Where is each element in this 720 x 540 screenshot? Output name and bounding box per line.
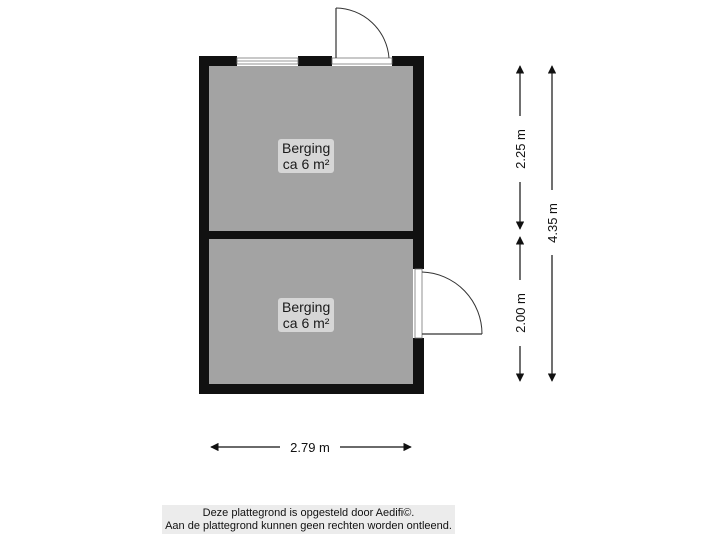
room-label-upper: Berging ca 6 m²	[278, 139, 335, 173]
dimension-height-total: 4.35 m	[545, 65, 560, 382]
wall-top-left	[199, 56, 237, 66]
dimension-height-lower: 2.00 m	[513, 236, 528, 382]
disclaimer: Deze plattegrond is opgesteld door Aedif…	[162, 505, 455, 534]
dimension-width: 2.79 m	[210, 440, 412, 455]
dimension-height-lower-label: 2.00 m	[513, 293, 528, 333]
door-side	[414, 268, 483, 339]
wall-top-mid	[298, 56, 332, 66]
dimension-height-upper-label: 2.25 m	[513, 129, 528, 169]
disclaimer-line-1: Deze plattegrond is opgesteld door Aedif…	[202, 507, 415, 519]
door-top	[331, 7, 393, 65]
dimension-height-upper: 2.25 m	[513, 65, 528, 230]
wall-right-upper	[413, 56, 424, 269]
wall-right-lower	[413, 338, 424, 394]
room-label-lower: Berging ca 6 m²	[278, 298, 335, 332]
dimension-height-total-label: 4.35 m	[545, 203, 560, 243]
room-name: Berging	[282, 140, 331, 156]
window-top	[236, 57, 299, 65]
room-area: ca 6 m²	[282, 315, 330, 331]
wall-top-right	[392, 56, 424, 66]
wall-bottom	[199, 384, 424, 394]
wall-left	[199, 56, 209, 394]
room-name: Berging	[282, 299, 331, 315]
dimension-width-label: 2.79 m	[290, 440, 330, 455]
disclaimer-line-2: Aan de plattegrond kunnen geen rechten w…	[165, 520, 452, 532]
room-area: ca 6 m²	[282, 156, 330, 172]
wall-interior	[209, 231, 413, 239]
